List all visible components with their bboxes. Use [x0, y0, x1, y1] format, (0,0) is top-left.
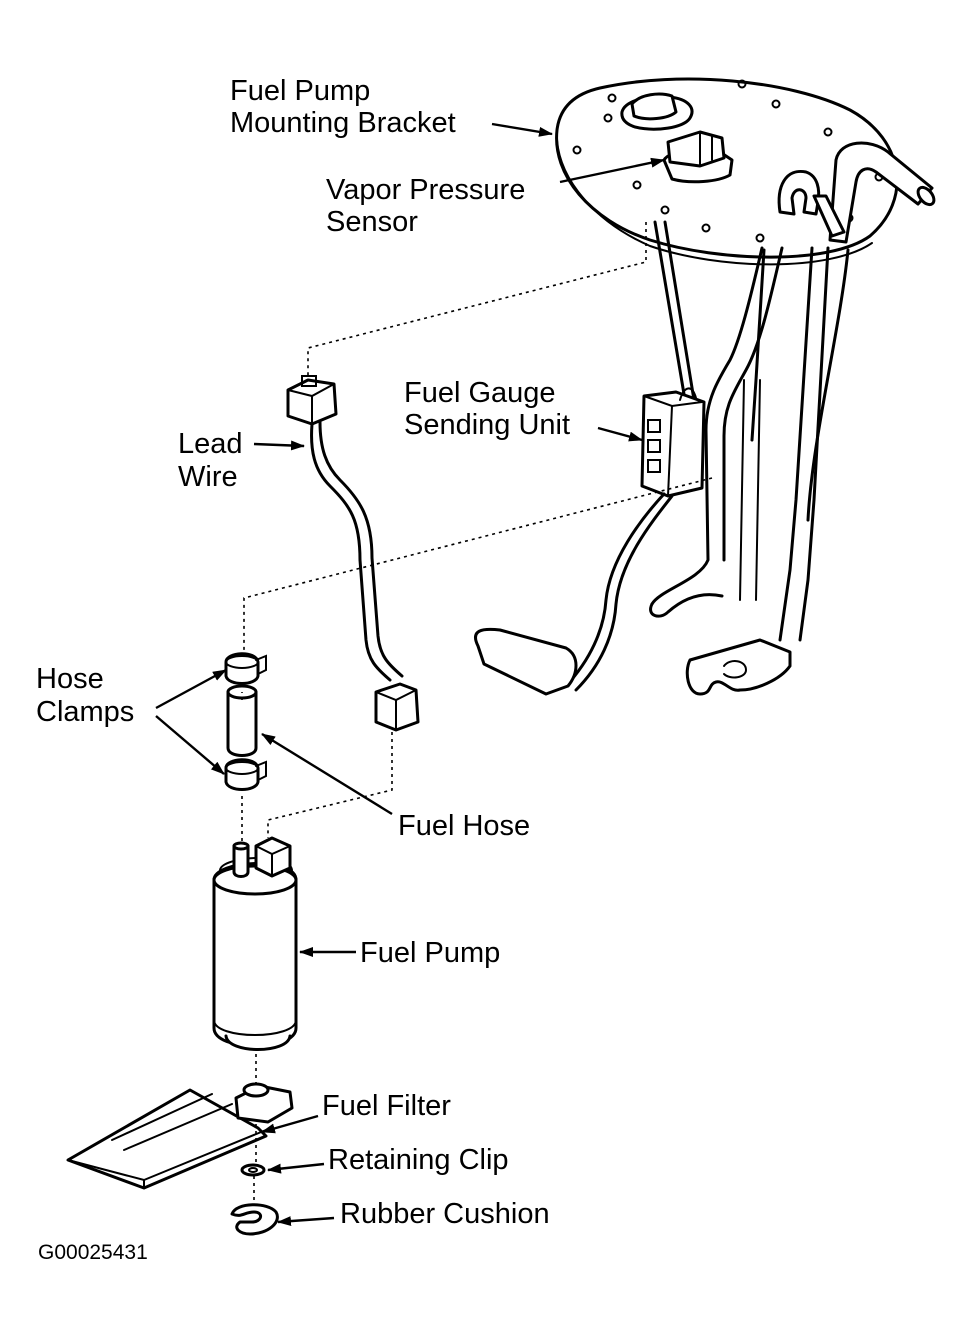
bracket-foot: [685, 638, 792, 696]
label-hose-clamps: Hose Clamps: [36, 663, 134, 728]
fuel-pump-part: [212, 836, 298, 1051]
label-rubber-cushion: Rubber Cushion: [340, 1198, 550, 1230]
label-bracket: Fuel Pump Mounting Bracket: [230, 75, 456, 139]
label-vapor-pressure-sensor: Vapor Pressure Sensor: [326, 174, 533, 238]
label-fuel-hose: Fuel Hose: [398, 810, 530, 842]
label-fuel-gauge-sending-unit: Fuel Gauge Sending Unit: [404, 377, 570, 441]
fuel-hose-part: [226, 684, 258, 757]
hose-clamp-top: [224, 652, 267, 685]
retaining-clip-part: [240, 1163, 266, 1177]
fuel-gauge-sending-unit-part: [474, 387, 706, 696]
label-lead-wire: Lead Wire: [178, 428, 251, 493]
alignment-lines: [241, 222, 713, 1206]
vapor-pressure-sensor-part: [662, 130, 734, 184]
mounting-bracket: [555, 77, 936, 266]
lead-wire-part: [286, 375, 420, 732]
figure-code: G00025431: [38, 1241, 148, 1264]
fuel-filter-part: [66, 1082, 294, 1190]
leader-lines: [155, 122, 665, 1227]
label-retaining-clip: Retaining Clip: [328, 1144, 509, 1176]
label-fuel-filter: Fuel Filter: [322, 1090, 451, 1122]
hose-clamp-bottom: [224, 758, 267, 791]
label-fuel-pump: Fuel Pump: [360, 937, 500, 969]
rubber-cushion-part: [230, 1203, 279, 1236]
bracket-pipes: [649, 220, 850, 642]
